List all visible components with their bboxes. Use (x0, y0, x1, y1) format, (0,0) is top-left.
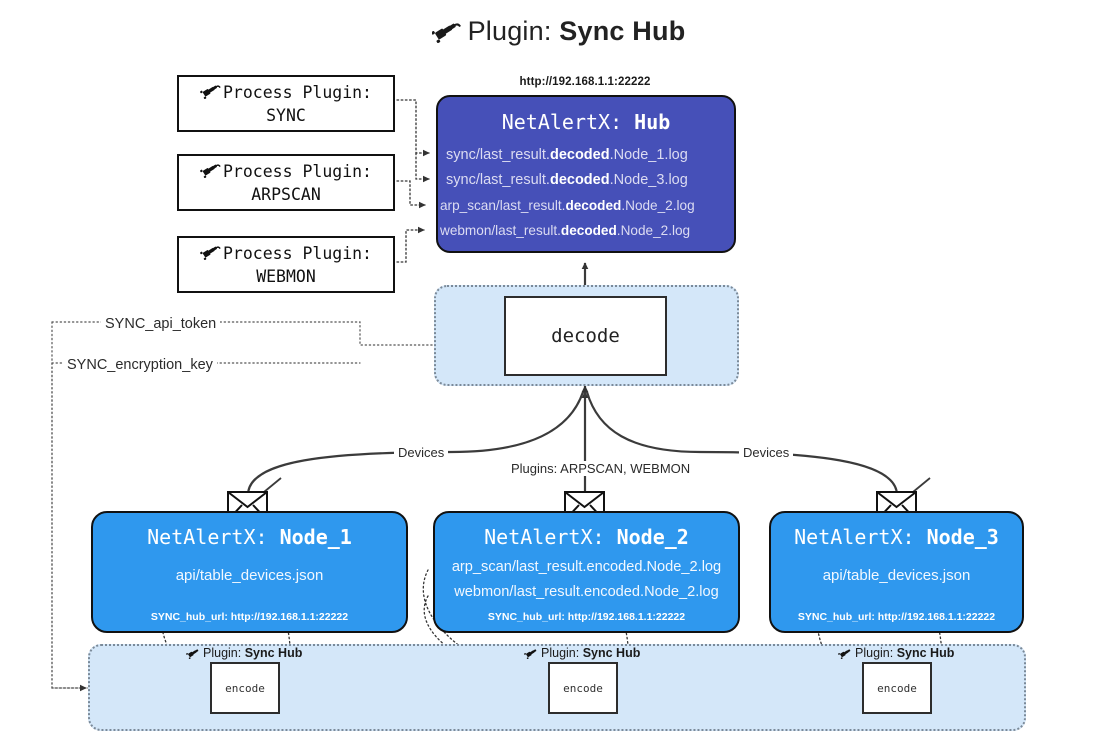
page-title: Plugin: Sync Hub (0, 16, 1117, 50)
node-line: webmon/last_result.encoded.Node_2.log (454, 584, 719, 600)
process-plugin-box-sync[interactable]: Process Plugin: SYNC (177, 75, 395, 132)
edge-label-plugins: Plugins: ARPSCAN, WEBMON (507, 461, 695, 476)
plug-icon (524, 646, 540, 662)
node-title: NetAlertX: Node_2 (484, 525, 689, 549)
wire-node3-to-decode (585, 390, 899, 497)
envelope1-tail (263, 477, 282, 493)
wire-token-down-left (51, 321, 101, 689)
encode-box-1[interactable]: encode (210, 662, 280, 714)
process-plugin-label: Process Plugin: (222, 82, 372, 102)
hub-log-line: arp_scan/last_result.decoded.Node_2.log (440, 198, 695, 213)
hub-title: NetAlertX: Hub (438, 110, 734, 134)
hub-title-prefix: NetAlertX: (501, 110, 635, 134)
page-title-name: Sync Hub (559, 16, 686, 46)
hub-log-line: sync/last_result.decoded.Node_3.log (446, 172, 688, 188)
hub-log-line: sync/last_result.decoded.Node_1.log (446, 147, 688, 163)
node-footer-url: SYNC_hub_url: http://192.168.1.1:22222 (797, 611, 996, 623)
process-plugin-box-webmon[interactable]: Process Plugin: WEBMON (177, 236, 395, 293)
encode-box-2[interactable]: encode (548, 662, 618, 714)
node-title: NetAlertX: Node_1 (147, 525, 352, 549)
wire-sync-to-log1 (396, 99, 430, 157)
envelope3-tail (912, 477, 931, 493)
hub-log-list: sync/last_result.decoded.Node_1.log sync… (438, 143, 734, 243)
node-footer-url: SYNC_hub_url: http://192.168.1.1:22222 (487, 611, 686, 623)
wire-node1-to-decode (246, 390, 585, 497)
page-title-prefix: Plugin: (467, 16, 560, 46)
sync-encryption-key-label: SYNC_encryption_key (63, 357, 217, 373)
plugin-caption-3: Plugin: Sync Hub (838, 646, 954, 662)
wire-webmon-to-log4 (396, 226, 425, 263)
plug-icon (200, 242, 222, 266)
plugin-caption-1: Plugin: Sync Hub (186, 646, 302, 662)
plug-icon (838, 646, 854, 662)
node-line: api/table_devices.json (175, 567, 324, 584)
node-line: arp_scan/last_result.encoded.Node_2.log (451, 559, 722, 575)
hub-log-line: webmon/last_result.decoded.Node_2.log (440, 223, 691, 238)
process-plugin-name: WEBMON (256, 266, 316, 286)
node-box-node2[interactable]: NetAlertX: Node_2 arp_scan/last_result.e… (433, 511, 740, 633)
sync-api-token-label: SYNC_api_token (101, 316, 221, 332)
plug-icon (186, 646, 202, 662)
edge-label-devices-left: Devices (394, 445, 449, 460)
hub-url-label: http://192.168.1.1:22222 (519, 76, 651, 88)
process-plugin-box-arpscan[interactable]: Process Plugin: ARPSCAN (177, 154, 395, 211)
plugin-caption-2: Plugin: Sync Hub (524, 646, 640, 662)
edge-label-devices-right: Devices (739, 445, 794, 460)
wire-arpscan-to-log3 (396, 180, 426, 209)
node-line: api/table_devices.json (822, 567, 971, 584)
process-plugin-name: ARPSCAN (251, 184, 321, 204)
node-line-group: arp_scan/last_result.encoded.Node_2.log … (435, 555, 738, 605)
process-plugin-name: SYNC (266, 105, 306, 125)
process-plugin-label: Process Plugin: (222, 161, 372, 181)
wire-sync-to-log2 (415, 152, 430, 183)
node-box-node1[interactable]: NetAlertX: Node_1 api/table_devices.json… (91, 511, 408, 633)
node-footer-url: SYNC_hub_url: http://192.168.1.1:22222 (150, 611, 349, 623)
hub-node-box[interactable]: NetAlertX: Hub sync/last_result.decoded.… (436, 95, 736, 253)
plug-icon (200, 160, 222, 184)
node-title: NetAlertX: Node_3 (794, 525, 999, 549)
decode-box[interactable]: decode (504, 296, 667, 376)
process-plugin-label: Process Plugin: (222, 243, 372, 263)
plug-icon (200, 81, 222, 105)
node-box-node3[interactable]: NetAlertX: Node_3 api/table_devices.json… (769, 511, 1024, 633)
encode-box-3[interactable]: encode (862, 662, 932, 714)
plug-icon (430, 17, 462, 50)
hub-title-name: Hub (634, 110, 671, 134)
